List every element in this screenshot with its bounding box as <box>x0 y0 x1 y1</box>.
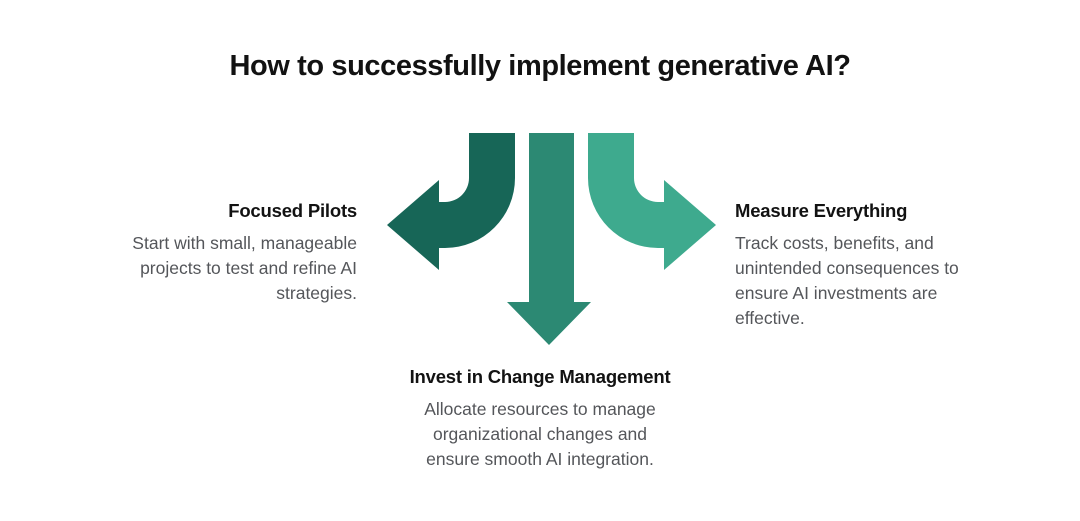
item-body: Track costs, benefits, and unintended co… <box>735 233 959 328</box>
item-invest-in-change-management: Invest in Change Management Allocate res… <box>350 366 730 472</box>
arrow-straight-down-icon <box>507 133 591 345</box>
arrow-curved-right-icon <box>588 133 716 270</box>
item-focused-pilots: Focused Pilots Start with small, managea… <box>55 200 357 306</box>
item-heading: Invest in Change Management <box>409 366 671 387</box>
item-measure-everything: Measure Everything Track costs, benefits… <box>735 200 1020 331</box>
item-body: Start with small, manageable projects to… <box>132 233 357 303</box>
item-heading: Measure Everything <box>735 200 908 221</box>
item-body: Allocate resources to manage organizatio… <box>424 399 656 469</box>
page-title: How to successfully implement generative… <box>229 50 851 82</box>
arrow-curved-left-icon <box>387 133 515 270</box>
three-way-arrows-graphic <box>379 130 724 348</box>
item-heading: Focused Pilots <box>228 200 357 221</box>
